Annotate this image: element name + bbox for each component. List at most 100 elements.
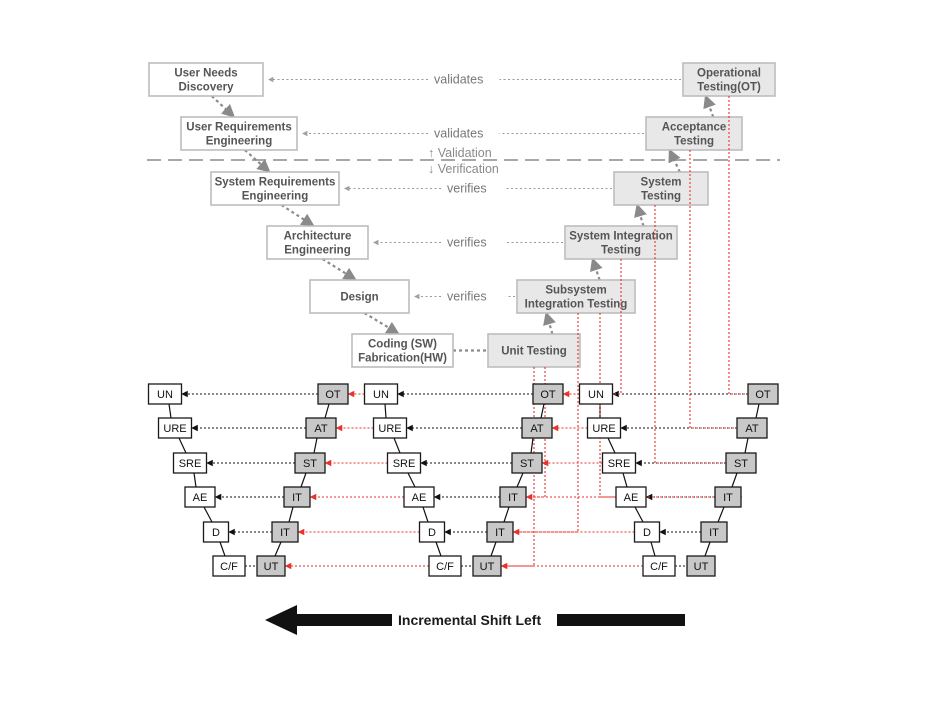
mini-v1-left-1: URE: [157, 417, 193, 439]
v-flow-left-3: [321, 258, 357, 281]
v-right-box-1-line-1: Testing: [674, 136, 714, 148]
v-left-box-5-line-0: Coding (SW): [368, 339, 437, 351]
v-left-box-2-line-1: Engineering: [242, 191, 308, 203]
mini-v3-right-0: OT: [747, 383, 779, 405]
mini-v3-left-connector-2: [622, 472, 628, 488]
v-right-box-0-line-0: Operational: [697, 68, 761, 80]
v-left-box-0-line-1: Discovery: [179, 82, 235, 94]
mini-v1-right-label-2: ST: [303, 458, 317, 470]
v-flow-right-2: [668, 148, 681, 173]
v-left-box-1-line-1: Engineering: [206, 136, 272, 148]
v-flow-left-1: [244, 149, 271, 173]
mini-v1-right-connector-2: [300, 472, 307, 488]
v-flow-arrows: [210, 94, 716, 352]
mini-v2-right-3: IT: [499, 486, 527, 508]
mini-v2-right-2: ST: [511, 452, 543, 474]
mini-v2-right-label-3: IT: [508, 492, 518, 504]
mini-v2-left-label-2: SRE: [393, 458, 416, 470]
mini-v1-right-connector-1: [313, 437, 318, 454]
mini-v2-right-label-0: OT: [540, 389, 556, 401]
mini-v1-right-5: UT: [256, 555, 286, 577]
mini-v2-right-connector-3: [503, 506, 510, 523]
mini-v1-right-connector-3: [288, 506, 294, 523]
mini-v2-left-0: UN: [363, 383, 399, 405]
mini-v3-right-4: IT: [700, 521, 728, 543]
v-trace-drop-6: [527, 367, 546, 498]
v-trace-drop-2: [654, 205, 756, 464]
mini-v2-right-connector-1: [530, 437, 534, 454]
mini-v1-right-connector-0: [324, 403, 330, 419]
mini-v1-right-2: ST: [294, 452, 326, 474]
mini-v3-left-2: SRE: [601, 452, 637, 474]
mini-v1-left-connector-0: [168, 403, 172, 419]
mini-v1-right-label-0: OT: [325, 389, 341, 401]
mini-v1-left-connector-1: [178, 437, 187, 454]
v-relation-label-1: validates: [434, 127, 483, 141]
mini-v1-left-connector-3: [203, 506, 213, 523]
mini-v2-right-5: UT: [472, 555, 502, 577]
mini-v3-right-5: UT: [686, 555, 716, 577]
v-relation-label-0: validates: [434, 73, 483, 87]
mini-v2-left-5: C/F: [428, 555, 462, 577]
v-left-box-4-line-0: Design: [340, 292, 378, 304]
v-right-box-1-line-0: Acceptance: [662, 122, 727, 134]
v-right-box-3-line-0: System Integration: [569, 231, 673, 243]
mini-v2-right-connector-4: [490, 541, 497, 557]
v-relations: validates validates verifies verifies verifi…: [267, 73, 681, 304]
v-right-box-5-line-0: Unit Testing: [501, 346, 567, 358]
mini-v2-left-label-1: URE: [378, 423, 401, 435]
mini-v1-left-5: C/F: [212, 555, 246, 577]
mini-v2-right-connector-0: [540, 403, 545, 419]
v-left-box-3-line-0: Architecture: [284, 231, 352, 243]
mini-v3-right-2: ST: [725, 452, 757, 474]
mini-v3-right-label-4: IT: [709, 527, 719, 539]
mini-v1-right-label-4: IT: [280, 527, 290, 539]
mini-v3-right-connector-3: [717, 506, 725, 523]
mini-v3-right-connector-0: [755, 403, 760, 419]
v-left-box-0-line-0: User Needs: [174, 68, 237, 80]
mini-v2-left-connector-3: [422, 506, 429, 523]
v-trace-drop-5: [495, 367, 535, 567]
mini-v1-right-connector-4: [274, 541, 282, 557]
v-flow-right-1: [703, 94, 716, 118]
mini-v2-right-4: IT: [486, 521, 514, 543]
v-flow-right-4: [590, 257, 603, 281]
v-relation-label-4: verifies: [447, 290, 487, 304]
mini-v-boxes: UNURESREAEDC/FOTATSTITITUTUNURESREAEDC/F…: [147, 383, 779, 577]
mini-v2-left-connector-2: [407, 472, 416, 488]
v-relation-label-3: verifies: [447, 236, 487, 250]
v-flow-right-3: [634, 203, 647, 227]
mini-v1-left-label-1: URE: [163, 423, 186, 435]
mini-v2-left-label-5: C/F: [436, 561, 454, 573]
mini-v2-right-1: AT: [521, 417, 553, 439]
v-left-box-5: Coding (SW)Fabrication(HW): [351, 333, 454, 368]
mini-v3-left-connector-4: [650, 541, 656, 557]
mini-v3-left-4: D: [633, 521, 661, 543]
mini-v3-right-label-0: OT: [755, 389, 771, 401]
v-right-box-5: Unit Testing: [487, 333, 581, 368]
mini-v2-left-label-4: D: [428, 527, 436, 539]
mini-v2-left-connector-0: [384, 403, 387, 419]
v-left-box-4: Design: [309, 279, 410, 314]
mini-v3-right-label-5: UT: [694, 561, 709, 573]
mini-v3-right-1: AT: [736, 417, 768, 439]
mini-v2-left-1: URE: [372, 417, 408, 439]
shift-left-arrow-tail: [557, 614, 685, 626]
v-flow-left-0: [210, 95, 236, 118]
mini-v3-left-label-0: UN: [588, 389, 604, 401]
v-relation-label-2: verifies: [447, 182, 487, 196]
v-right-box-2-line-0: System: [641, 177, 682, 189]
mini-v1-right-4: IT: [271, 521, 299, 543]
mini-v2-left-4: D: [418, 521, 446, 543]
mini-v3-left-5: C/F: [642, 555, 676, 577]
mini-v1-left-3: AE: [184, 486, 216, 508]
v-right-box-0-line-1: Testing(OT): [697, 82, 761, 94]
verification-label: ↓ Verification: [428, 162, 499, 176]
